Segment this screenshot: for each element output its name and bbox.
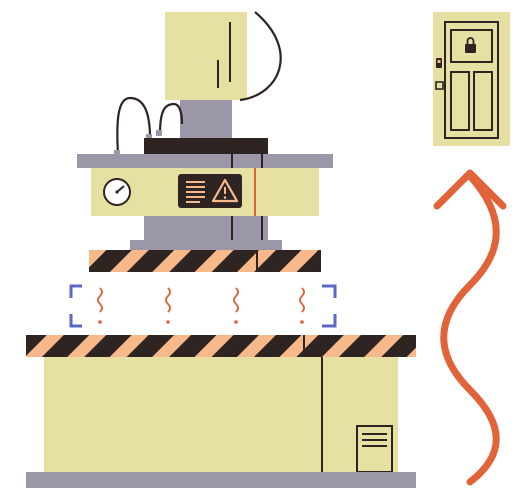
floor-base [26,472,416,488]
press-ram-flange [130,240,282,250]
workpiece-brackets [69,284,337,328]
pressure-gauge-icon [103,178,131,206]
press-base-cabinet [44,357,398,473]
door-latch-icon [435,81,446,90]
heat-wave-icon [97,287,305,324]
lower-die-hazard-stripe [26,335,416,357]
press-cap-plate [144,138,268,154]
press-neck [180,100,232,142]
press-ram [144,216,268,240]
wavy-up-arrow-icon [433,169,507,486]
hydraulic-hoses [114,96,184,155]
panel-text-lines [186,181,205,203]
power-cable [239,11,282,102]
exit-door [433,12,510,146]
warning-panel [178,174,242,208]
padlock-icon [465,37,476,53]
upper-die-hazard-stripe [89,250,321,272]
press-top-beam [77,154,333,168]
press-motor-box [165,12,247,100]
warning-triangle-icon [211,178,239,203]
door-handle-icon [436,58,442,68]
